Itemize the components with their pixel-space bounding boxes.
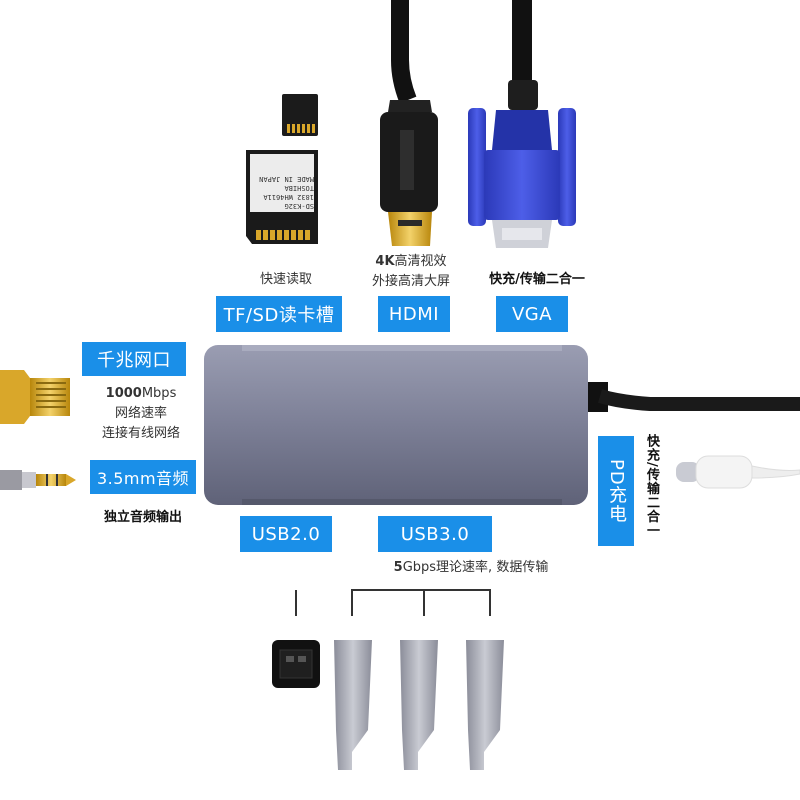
- usb3-caption-rest: Gbps理论速率, 数据传输: [402, 560, 549, 575]
- sd-card-text-4: MADE IN JAPAN: [259, 175, 314, 183]
- usb2-label: USB2.0: [240, 516, 332, 552]
- sd-card-print: SD-K32G 1832 WH4611A TOSHIBA MADE IN JAP…: [250, 156, 314, 210]
- usb3-caption: 5Gbps理论速率, 数据传输: [366, 558, 576, 578]
- hdmi-label: HDMI: [378, 296, 450, 332]
- tf-card-icon: [282, 94, 318, 136]
- ethernet-caption-line2: 网络速率: [114, 406, 167, 421]
- usb3-caption-number: 5: [393, 560, 403, 575]
- hub-cable: [582, 382, 800, 412]
- audio-caption: 独立音频输出: [103, 510, 182, 525]
- audio-plug-icon: [0, 470, 76, 490]
- usb-bracket-lines: [295, 589, 491, 616]
- ethernet-connector-icon: [0, 370, 70, 424]
- hdmi-caption-4k: 4K: [375, 254, 395, 269]
- vga-caption: 快充/传输二合一: [489, 272, 585, 287]
- vga-cable-icon: [468, 0, 576, 248]
- pd-charging-label: PD充电: [598, 436, 634, 546]
- sd-card-icon: [246, 150, 318, 244]
- ethernet-caption-line3: 连接有线网络: [101, 426, 180, 441]
- hdmi-caption-line1: 高清视效: [394, 254, 447, 269]
- hub-body: [204, 345, 588, 505]
- usb2-plug-icon: [272, 640, 320, 688]
- usb3-plug-1-icon: [334, 640, 372, 770]
- hdmi-caption: 4K高清视效 外接高清大屏: [356, 252, 466, 292]
- usb3-label: USB3.0: [378, 516, 492, 552]
- usb3-plug-2-icon: [400, 640, 438, 770]
- audio-label: 3.5mm音频: [90, 460, 196, 494]
- ethernet-caption: 1000Mbps 网络速率 连接有线网络: [84, 384, 198, 444]
- pd-caption: 快充/传输二合一: [644, 434, 659, 538]
- tf-sd-label: TF/SD读卡槽: [216, 296, 342, 332]
- hdmi-caption-line2: 外接高清大屏: [371, 274, 450, 289]
- sd-card-text-1: SD-K32G: [284, 202, 314, 210]
- usb3-plug-3-icon: [466, 640, 504, 770]
- hdmi-cable-icon: [380, 0, 438, 246]
- sd-card-text-3: TOSHIBA: [284, 184, 314, 192]
- ethernet-speed-unit: Mbps: [141, 386, 177, 401]
- tf-sd-caption: 快速读取: [259, 272, 312, 287]
- sd-card-text-2: 1832 WH4611A: [263, 193, 314, 201]
- usb-c-cable-icon: [676, 455, 800, 489]
- vga-label: VGA: [496, 296, 568, 332]
- ethernet-speed-number: 1000: [105, 386, 142, 401]
- ethernet-label: 千兆网口: [82, 342, 186, 376]
